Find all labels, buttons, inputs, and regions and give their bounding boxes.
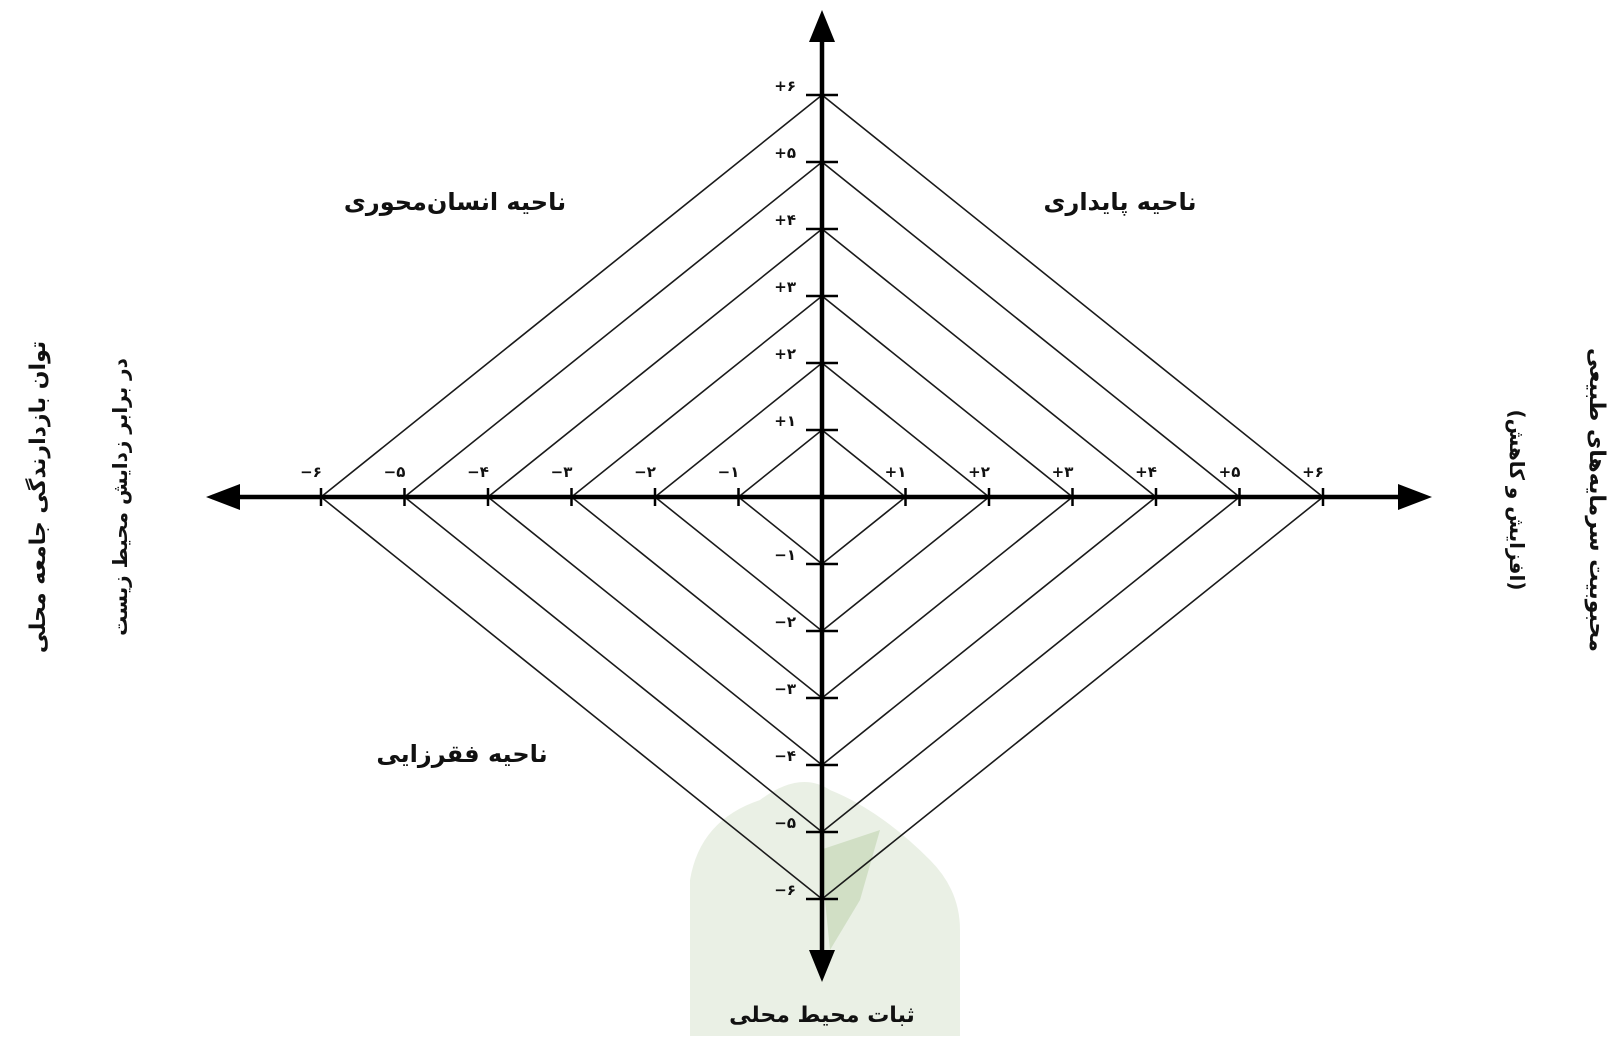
- x-tick-label-7: +۲: [968, 463, 990, 481]
- x-tick-label-6: +۱: [885, 463, 907, 481]
- left-axis-title: توان بازدارندگی جامعه محلی در برابر زدای…: [24, 341, 132, 653]
- axis-tick-labels: −۶ −۵ −۴ −۳ −۲ −۱ +۱ +۲ +۳ +۴ +۵ +۶ +۶ +۵ +۴ +۳ +۲ +۱ −۱ −۲…: [300, 77, 1324, 899]
- y-tick-label-10: −۵: [774, 814, 796, 832]
- y-tick-label-4: +۲: [774, 345, 796, 363]
- y-tick-label-11: −۶: [774, 881, 796, 899]
- left-axis-title-line-2: در برابر زدایش محیط زیست: [108, 358, 132, 636]
- x-axis-left-arrow-icon: [206, 484, 240, 510]
- watermark-logo: [690, 782, 960, 1036]
- x-tick-label-5: −۱: [718, 463, 740, 481]
- x-tick-label-3: −۳: [551, 463, 573, 481]
- y-tick-label-1: +۵: [774, 144, 796, 162]
- zone-label-human-centric: ناحیه انسان‌محوری: [344, 188, 566, 216]
- x-tick-label-10: +۵: [1219, 463, 1241, 481]
- bottom-axis-title: ثبات محیط محلی: [729, 1003, 915, 1028]
- y-tick-label-8: −۳: [774, 680, 796, 698]
- x-tick-label-9: +۴: [1135, 463, 1157, 481]
- x-tick-label-0: −۶: [300, 463, 322, 481]
- x-axis-right-arrow-icon: [1398, 484, 1432, 510]
- y-tick-label-0: +۶: [774, 77, 796, 95]
- y-tick-label-5: +۱: [774, 412, 796, 430]
- left-axis-title-line-1: توان بازدارندگی جامعه محلی: [24, 341, 51, 653]
- x-tick-label-1: −۵: [384, 463, 406, 481]
- axes: [206, 10, 1432, 982]
- x-tick-label-2: −۴: [467, 463, 489, 481]
- zone-label-poverty: ناحیه فقرزایی: [376, 740, 547, 768]
- y-tick-label-7: −۲: [774, 613, 796, 631]
- y-tick-label-3: +۳: [774, 278, 796, 296]
- axis-ticks: [319, 93, 1325, 901]
- y-axis-bottom-arrow-icon: [809, 950, 835, 982]
- y-axis-top-arrow-icon: [809, 10, 835, 42]
- zone-label-sustainability: ناحیه پایداری: [1044, 188, 1197, 216]
- right-axis-title-line-2: (افزایش و کاهش): [1505, 410, 1529, 591]
- y-tick-label-9: −۴: [774, 747, 796, 765]
- y-tick-label-6: −۱: [774, 546, 796, 564]
- x-tick-label-11: +۶: [1302, 463, 1324, 481]
- right-axis-title-line-1: محبوبیت سرمایه‌های طبیعی: [1584, 348, 1609, 652]
- y-tick-label-2: +۴: [774, 211, 796, 229]
- x-tick-label-8: +۳: [1052, 463, 1074, 481]
- x-tick-label-4: −۲: [634, 463, 656, 481]
- right-axis-title: محبوبیت سرمایه‌های طبیعی (افزایش و کاهش): [1505, 348, 1609, 652]
